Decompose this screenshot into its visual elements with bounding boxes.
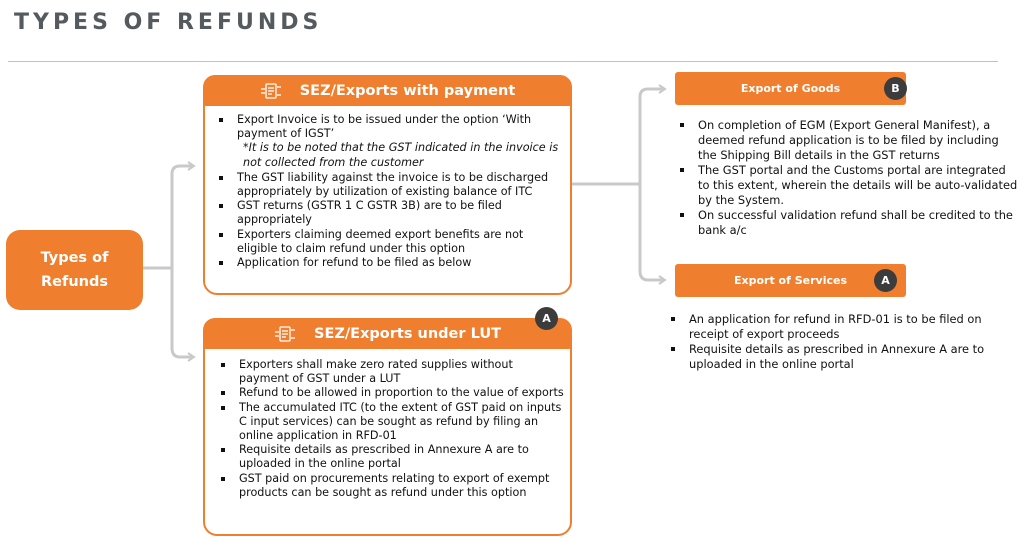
export-of-goods-label: Export of Goods [675, 72, 906, 105]
card-lut-list: Exporters shall make zero rated supplies… [219, 358, 565, 500]
card-payment-list-b: The GST liability against the invoice is… [217, 171, 565, 270]
list-item: The GST portal and the Customs portal ar… [678, 163, 1020, 208]
list-item: Exporters claiming deemed export benefit… [217, 228, 565, 256]
types-of-refunds-node: Types of Refunds [6, 230, 143, 310]
list-item: An application for refund in RFD-01 is t… [669, 312, 999, 342]
export-document-icon [260, 82, 281, 99]
card-payment-header: SEZ/Exports with payment [203, 75, 572, 106]
list-item: The accumulated ITC (to the extent of GS… [219, 401, 565, 444]
list-item: Requisite details as prescribed in Annex… [669, 342, 999, 372]
list-item: Exporters shall make zero rated supplies… [219, 358, 565, 386]
connector-to-services [638, 184, 667, 285]
list-item: GST returns (GSTR 1 C GSTR 3B) are to be… [217, 199, 565, 227]
services-badge: A [874, 269, 897, 292]
connector-to-payment [170, 161, 196, 268]
list-item: Application for refund to be filed as be… [217, 256, 565, 270]
card-exports-with-payment: SEZ/Exports with payment Export Invoice … [203, 75, 572, 295]
list-item: GST paid on procurements relating to exp… [219, 472, 565, 500]
list-item: On completion of EGM (Export General Man… [678, 118, 1020, 163]
card-exports-under-lut: SEZ/Exports under LUT Exporters shall ma… [203, 318, 572, 536]
note-asterisk: * [243, 141, 249, 155]
card-lut-header: SEZ/Exports under LUT [203, 318, 572, 349]
title-divider [8, 61, 998, 62]
list-item: On successful validation refund shall be… [678, 208, 1020, 238]
services-details: An application for refund in RFD-01 is t… [669, 312, 999, 372]
connector-to-lut [170, 268, 196, 362]
page-title: TYPES OF REFUNDS [14, 10, 323, 35]
goods-badge: B [884, 77, 907, 100]
list-item: Refund to be allowed in proportion to th… [219, 386, 565, 400]
export-of-services-label: Export of Services [675, 264, 906, 297]
services-list: An application for refund in RFD-01 is t… [669, 312, 999, 372]
note-text: It is to be noted that the GST indicated… [243, 141, 559, 169]
connector-to-goods [638, 84, 667, 184]
card-payment-list-a: Export Invoice is to be issued under the… [217, 113, 565, 141]
lut-badge: A [535, 307, 558, 330]
root-label-line2: Refunds [41, 274, 108, 290]
root-label-line1: Types of [40, 250, 109, 266]
export-document-icon [275, 325, 296, 342]
list-item: Requisite details as prescribed in Annex… [219, 443, 565, 471]
list-item: Export Invoice is to be issued under the… [217, 113, 565, 141]
card-payment-title: SEZ/Exports with payment [299, 82, 516, 99]
goods-list: On completion of EGM (Export General Man… [678, 118, 1020, 238]
goods-details: On completion of EGM (Export General Man… [678, 118, 1020, 238]
card-payment-note: *It is to be noted that the GST indicate… [217, 141, 565, 169]
card-lut-title: SEZ/Exports under LUT [314, 325, 501, 342]
list-item: The GST liability against the invoice is… [217, 171, 565, 199]
